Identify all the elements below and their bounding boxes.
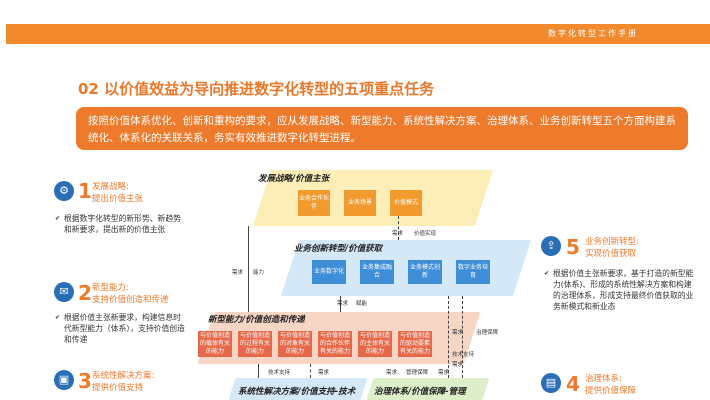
connector-line: [248, 226, 249, 312]
connector-line: [340, 296, 341, 312]
conn-need-2: 需求: [232, 270, 244, 276]
task-5-title: 业务创新转型:: [585, 237, 639, 247]
task-4-subtitle: 提供价值保障: [585, 386, 637, 396]
task-4: ▤ 4 治理体系: 提供价值保障: [541, 373, 701, 399]
task-1-title: 发展战略:: [92, 182, 129, 192]
conn-need-7: 需求: [438, 370, 450, 376]
strategy-box-3: 价值模式: [390, 190, 422, 216]
capability-box-3: 与价值创造的对象有关的能力: [278, 331, 312, 357]
task-1: ⚙ 1 发展战略: 提出价值主张 根据数字化转型的新形势、新趋势和新要求，提出新…: [54, 179, 204, 241]
task-3-title: 系统性解决方案:: [92, 371, 155, 381]
task-2-desc: 根据价值主张新要求，构建信息时代新型能力（体系），支持价值创造和传递: [55, 312, 188, 345]
capability-box-4: 与价值创造的合作伙伴有关的能力: [318, 331, 352, 357]
capability-label: 新型能力/价值创造和传递: [208, 315, 305, 325]
capability-box-5: 与价值创造的主体有关的能力: [358, 331, 392, 357]
task-5-number: 5: [566, 235, 580, 259]
conn-tech-support-2: 技术支持: [268, 370, 291, 376]
gear-icon: ⚙: [54, 181, 74, 201]
connector-line: [448, 296, 449, 378]
header-bar: 数字化转型工作手册: [6, 24, 710, 44]
task-3: ▣ 3 系统性解决方案: 提供价值支持: [54, 370, 204, 398]
capability-box-6: 与价值创造的驱动要素有关的能力: [398, 331, 432, 357]
intro-banner: 按照价值体系优化、创新和重构的要求，应从发展战略、新型能力、系统性解决方案、治理…: [76, 107, 688, 150]
strategy-box-2: 业务场景: [344, 190, 376, 216]
section-title: 02 以价值效益为导向推进数字化转型的五项重点任务: [78, 80, 435, 98]
governance-label: 治理体系/价值保障-管理: [374, 387, 466, 397]
connector-line: [258, 364, 259, 378]
task-2-title: 新型能力:: [92, 283, 129, 293]
conn-need-8: 需求: [386, 370, 398, 376]
task-5-subtitle: 实现价值获取: [585, 249, 637, 259]
manual-title: 数字化转型工作手册: [548, 29, 638, 38]
connector-line: [310, 364, 311, 378]
strategy-box-1: 业务合作伙伴: [298, 190, 330, 216]
conn-need-3: 需求: [337, 301, 349, 307]
task-4-number: 4: [566, 372, 580, 396]
solution-label: 系统性解决方案/价值支持-技术: [238, 387, 356, 397]
connector-line: [462, 296, 463, 378]
conn-need-5: 需求: [452, 362, 464, 368]
business-label: 业务创新转型/价值获取: [294, 244, 383, 254]
capability-box-2: 与价值创造的过程有关的能力: [238, 331, 272, 357]
strategy-label: 发展战略/价值主张: [258, 174, 330, 184]
connector-line: [398, 216, 399, 240]
conn-value-realize: 价值实现: [414, 231, 437, 237]
task-1-number: 1: [78, 179, 92, 203]
conn-need-1: 需求: [392, 231, 404, 237]
business-box-3: 业务模式创新: [408, 260, 442, 284]
conn-governance-guarantee: 治理保障: [476, 330, 499, 336]
task-2: ✉ 2 新型能力: 支持价值创造和传递 根据价值主张新要求，构建信息时代新型能力…: [54, 282, 204, 344]
conn-need-6: 需求: [318, 370, 330, 376]
task-1-subtitle: 提出价值主张: [92, 194, 144, 204]
task-2-subtitle: 支持价值创造和传递: [92, 295, 169, 305]
monitor-icon: ▣: [54, 370, 74, 390]
conn-need-4: 需求: [452, 330, 464, 336]
capability-box-1: 与价值创造的载体有关的能力: [198, 331, 232, 357]
conn-tech-support: 技术支持: [452, 352, 475, 358]
task-5-desc: 根据价值主张新要求，基于打造的新型能力(体系)、形成的系统性解决方案和构建的治理…: [544, 268, 695, 312]
conn-enable: 赋能: [356, 301, 368, 307]
task-1-desc: 根据数字化转型的新形势、新趋势和新要求，提出新的价值主张: [55, 213, 188, 235]
business-box-4: 数字业务培育: [456, 260, 490, 284]
task-4-title: 治理体系:: [585, 374, 622, 384]
conn-capability: 能力: [253, 270, 265, 276]
business-box-2: 业务集成融合: [360, 260, 394, 284]
business-box-1: 业务数字化: [312, 260, 346, 284]
task-2-number: 2: [78, 281, 92, 305]
document-icon: ▤: [541, 373, 561, 393]
conn-manage-guarantee: 管理保障: [406, 370, 429, 376]
upload-icon: ⇪: [541, 236, 561, 256]
task-5: ⇪ 5 业务创新转型: 实现价值获取 根据价值主张新要求，基于打造的新型能力(体…: [541, 236, 701, 326]
task-3-subtitle: 提供价值支持: [92, 383, 144, 393]
task-3-number: 3: [78, 369, 92, 393]
chat-icon: ✉: [54, 282, 74, 302]
